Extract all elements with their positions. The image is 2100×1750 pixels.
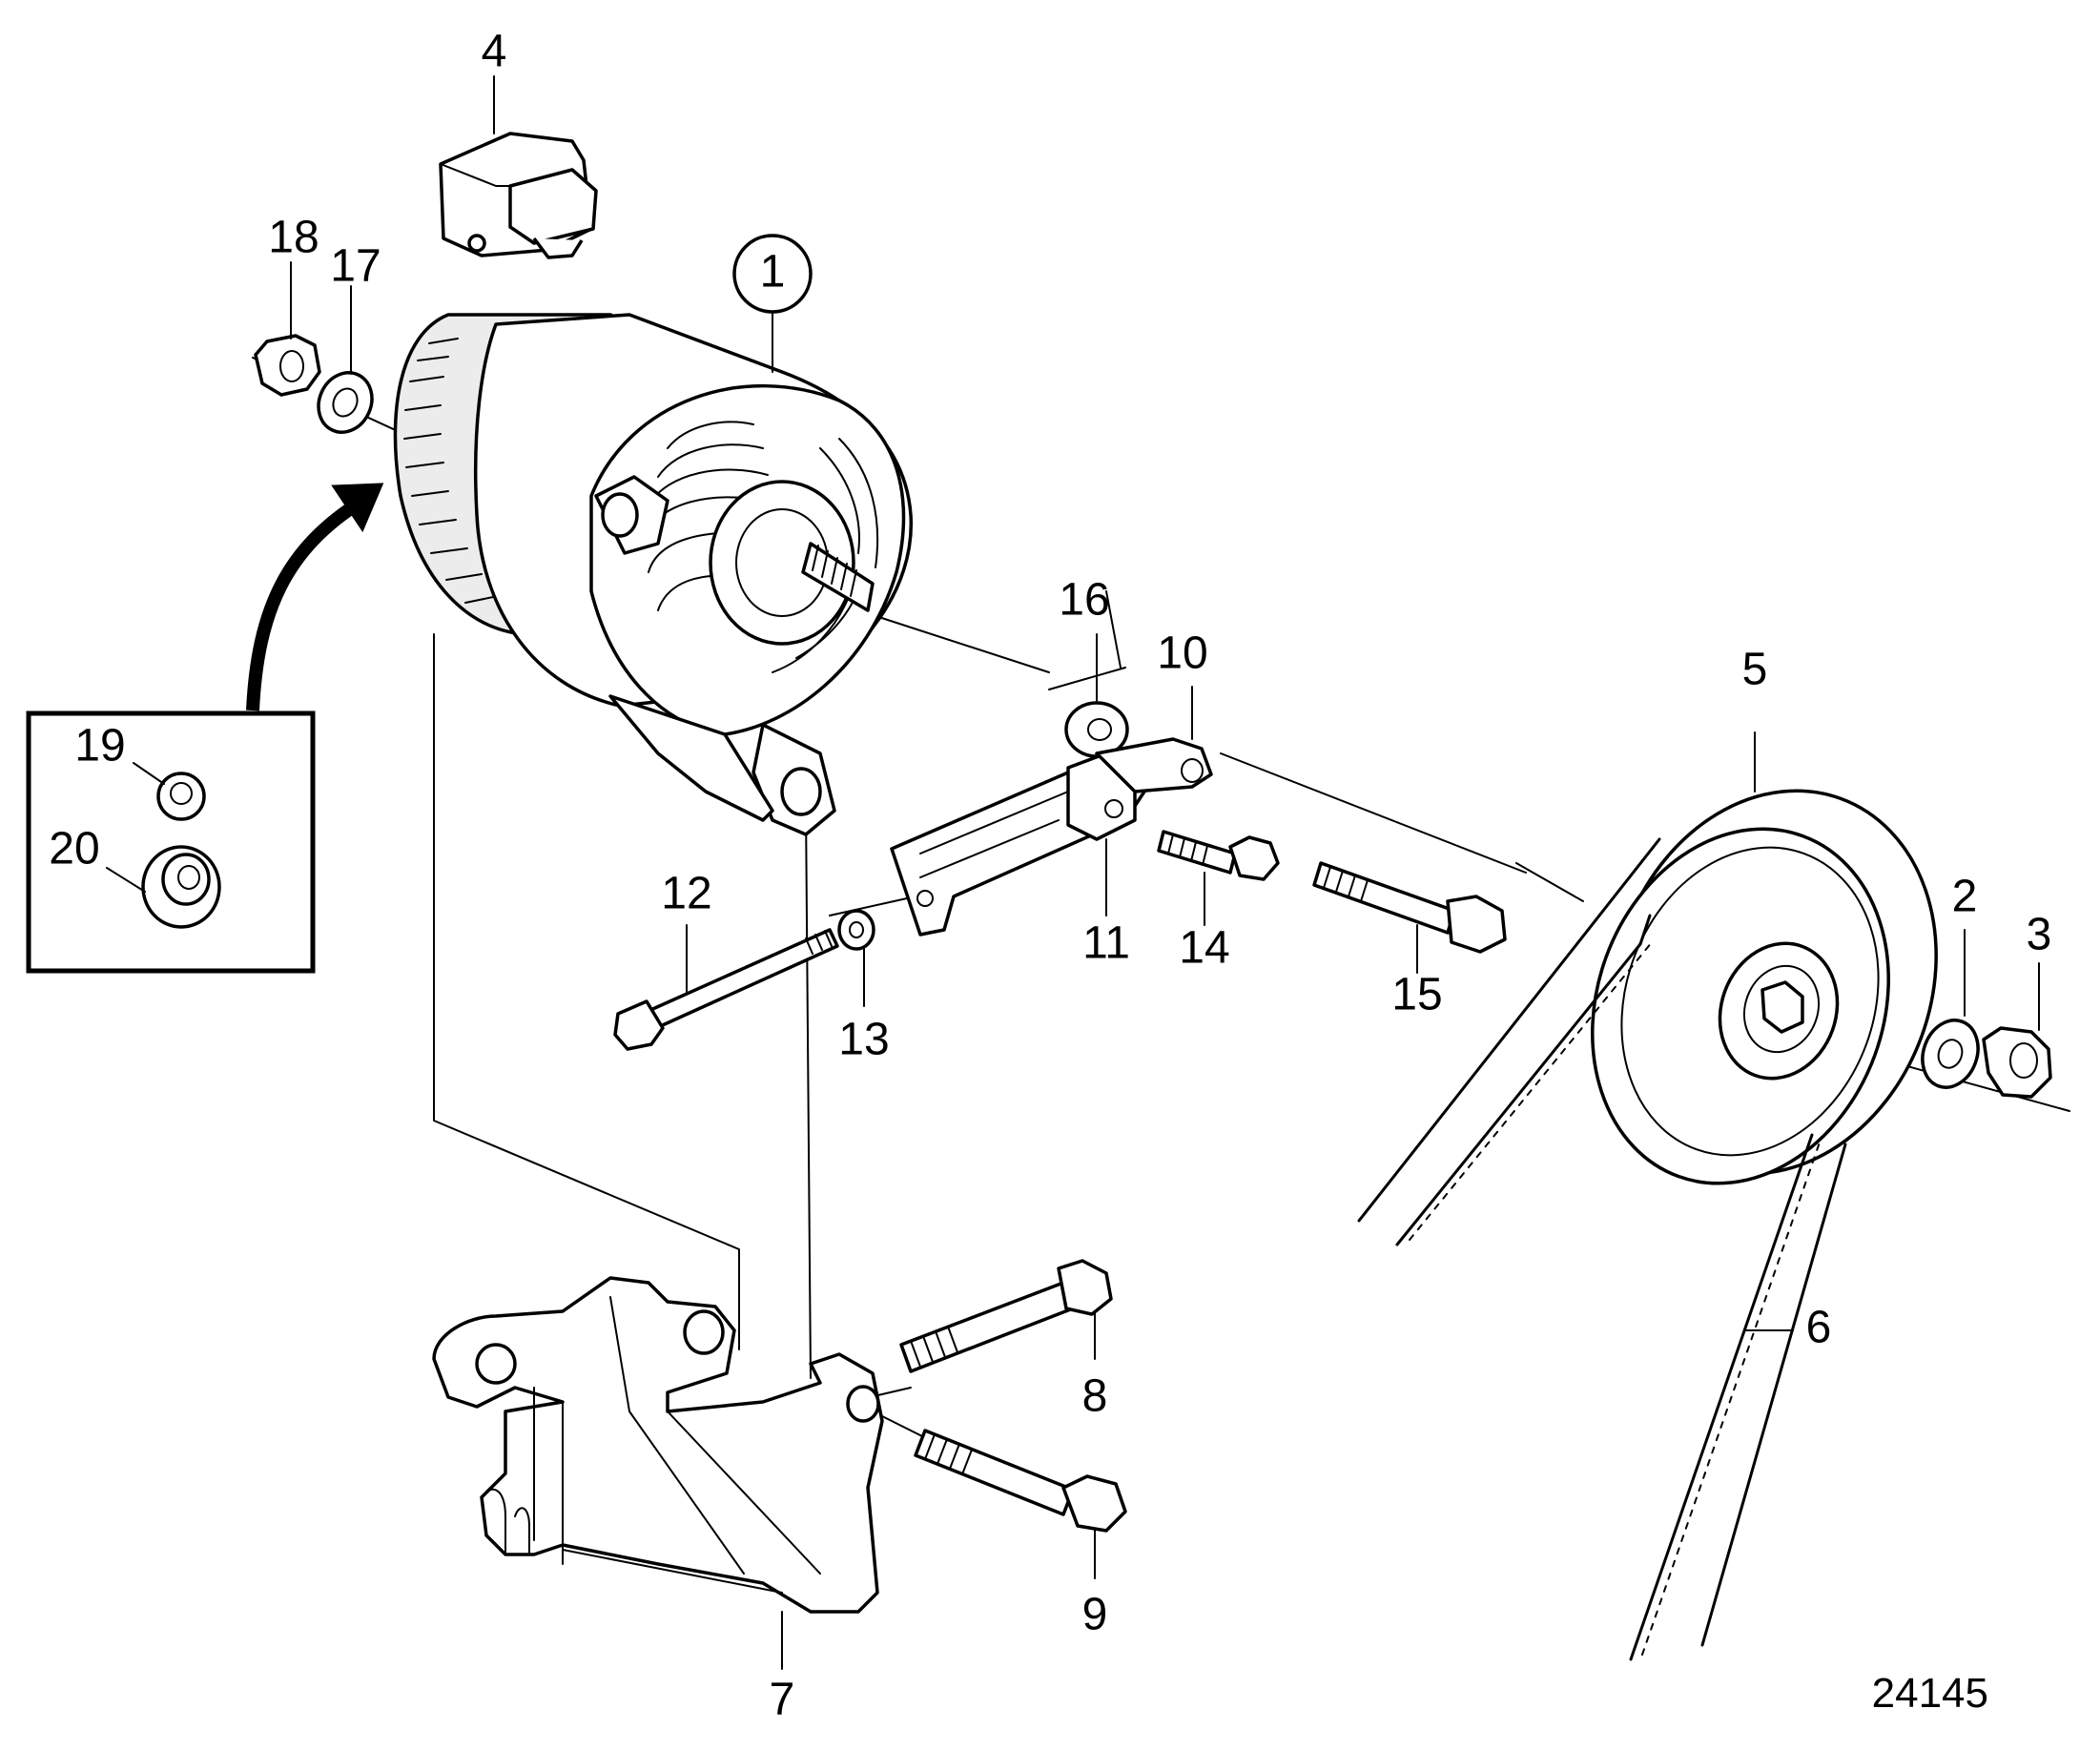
nut-18 <box>254 334 321 397</box>
arrow-head <box>331 483 384 533</box>
label-part-18: 18 <box>268 213 319 263</box>
label-part-4: 4 <box>482 27 507 77</box>
leader-lines <box>290 75 495 375</box>
drive-belt <box>1357 837 1847 1661</box>
reference-number: 24145 <box>1872 1670 1988 1717</box>
bolt-14 <box>1157 830 1280 926</box>
label-part-12: 12 <box>661 869 711 919</box>
label-part-3: 3 <box>2027 910 2052 960</box>
label-part-13: 13 <box>838 1015 889 1065</box>
bolt-8 <box>899 1259 1113 1373</box>
label-part-8: 8 <box>1082 1371 1108 1422</box>
bolt-15 <box>1312 861 1507 974</box>
adjusting-bracket <box>890 686 1213 937</box>
label-part-14: 14 <box>1179 923 1229 974</box>
nut-20 <box>106 845 221 929</box>
label-part-2: 2 <box>1952 872 1978 922</box>
label-part-19: 19 <box>74 721 125 772</box>
label-part-6: 6 <box>1806 1303 1832 1353</box>
label-part-20: 20 <box>49 824 99 875</box>
washer-2 <box>1921 929 1980 1089</box>
mounting-bracket <box>432 1276 884 1670</box>
label-part-11: 11 <box>1082 918 1130 969</box>
inset-box <box>26 483 384 974</box>
label-part-16: 16 <box>1059 575 1109 626</box>
label-part-9: 9 <box>1082 1590 1108 1640</box>
pulley <box>1591 731 1938 1185</box>
bolt-9 <box>914 1429 1127 1579</box>
washer-13 <box>837 909 875 1007</box>
label-part-15: 15 <box>1391 970 1442 1020</box>
nut-19 <box>133 762 206 821</box>
alternator <box>393 234 913 836</box>
label-part-5: 5 <box>1742 645 1768 695</box>
label-part-10: 10 <box>1157 628 1207 679</box>
part-labels: 1 2 3 4 5 6 7 8 9 10 11 12 13 14 15 16 1… <box>49 27 2051 1725</box>
rear-cooling-fins <box>403 338 499 604</box>
washer-17 <box>317 371 374 434</box>
label-part-1: 1 <box>760 247 786 298</box>
label-part-7: 7 <box>770 1675 795 1725</box>
voltage-regulator <box>439 132 598 259</box>
bolt-12 <box>613 924 839 1051</box>
label-part-17: 17 <box>330 241 381 292</box>
nut-3 <box>1982 962 2052 1099</box>
